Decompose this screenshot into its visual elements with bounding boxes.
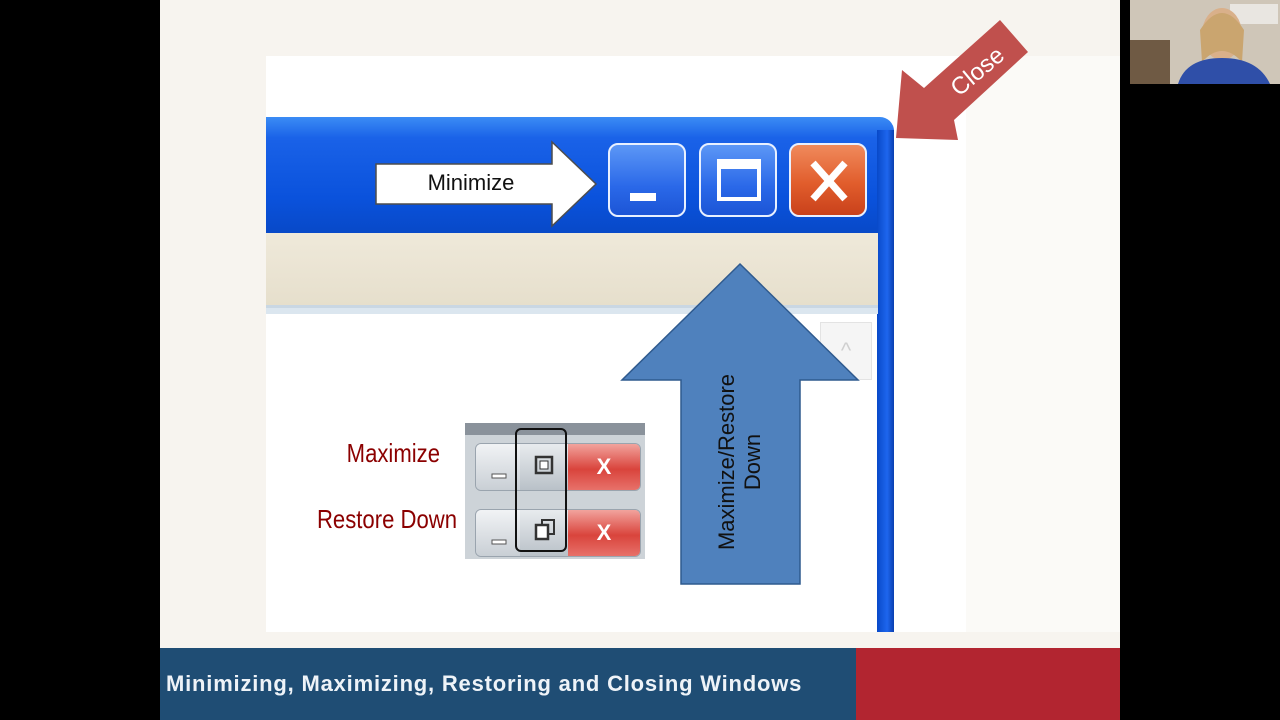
- maximize-button[interactable]: [699, 143, 777, 217]
- window-menu-bar: [266, 233, 878, 308]
- close-arrow: [896, 20, 1028, 140]
- maximize-icon: [717, 159, 761, 201]
- example-minimize-button[interactable]: [476, 510, 520, 556]
- minimize-icon: [630, 193, 656, 201]
- screenshot-margin: [966, 56, 1120, 632]
- close-icon: [810, 160, 848, 202]
- example-maximize-button[interactable]: [520, 444, 568, 490]
- restore-example-row: X: [475, 509, 641, 557]
- example-restore-button[interactable]: [520, 510, 568, 556]
- caption-bar: [160, 648, 856, 720]
- minimize-button[interactable]: [608, 143, 686, 217]
- maximize-example-label: Maximize: [346, 438, 440, 468]
- example-highlight-ring: [515, 428, 567, 552]
- minimize-arrow: [375, 140, 598, 228]
- window-frame-right: [877, 130, 894, 632]
- example-minimize-button[interactable]: [476, 444, 520, 490]
- restore-icon: [534, 519, 555, 541]
- maximize-icon: [534, 455, 554, 475]
- maximize-restore-arrow: [620, 262, 860, 585]
- presenter-silhouette-icon: [1130, 0, 1280, 84]
- close-button[interactable]: [789, 143, 867, 217]
- example-close-button[interactable]: X: [568, 444, 640, 490]
- minimize-icon: [491, 473, 507, 479]
- restore-down-example-label: Restore Down: [316, 504, 457, 534]
- minimize-callout-label: Minimize: [427, 170, 515, 195]
- menu-divider: [266, 308, 878, 314]
- minimize-icon: [491, 539, 507, 545]
- maximize-example-row: X: [475, 443, 641, 491]
- presenter-webcam: [1130, 0, 1280, 84]
- slide-caption: Minimizing, Maximizing, Restoring and Cl…: [166, 671, 803, 696]
- maximize-restore-callout-label: Maximize/Restore Down: [714, 373, 765, 551]
- example-close-button[interactable]: X: [568, 510, 640, 556]
- caption-accent: [856, 648, 1120, 720]
- slide: ^ Minimize Close Maximize/Restore Down M…: [160, 0, 1120, 648]
